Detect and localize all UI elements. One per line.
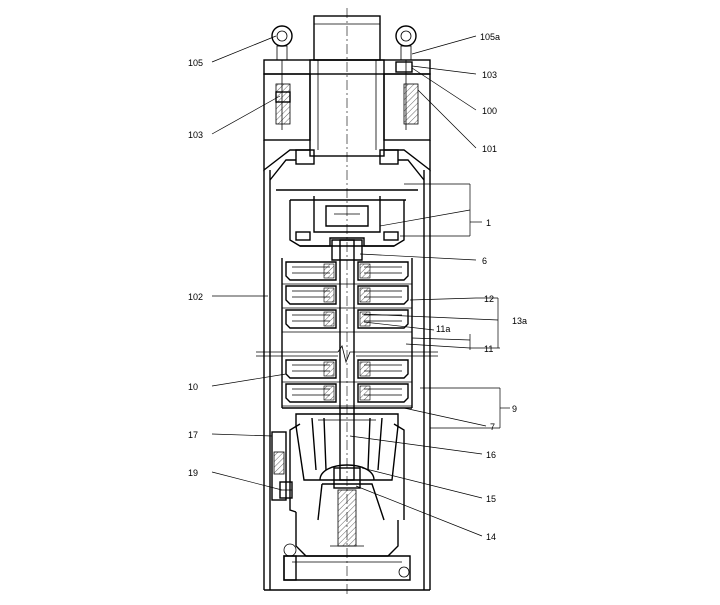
cable-guard <box>271 431 287 501</box>
callout-105a: 105a <box>480 32 500 42</box>
stage-chamber <box>282 383 412 407</box>
stage-stack <box>281 258 413 408</box>
callout-1: 1 <box>486 218 491 228</box>
callout-9: 9 <box>512 404 517 414</box>
motor-shaft <box>330 489 364 547</box>
callout-17: 17 <box>188 430 198 440</box>
callout-14: 14 <box>486 532 496 542</box>
stage-chamber <box>282 261 412 285</box>
callout-100: 100 <box>482 106 497 116</box>
callout-12: 12 <box>484 294 494 304</box>
callout-103-left: 103 <box>188 130 203 140</box>
callout-101: 101 <box>482 144 497 154</box>
callout-11: 11 <box>484 344 493 354</box>
callout-102: 102 <box>188 292 203 302</box>
callout-103-right: 103 <box>482 70 497 80</box>
callout-105: 105 <box>188 58 203 68</box>
callout-10: 10 <box>188 382 198 392</box>
suction-interconnector <box>282 407 412 520</box>
callout-16: 16 <box>486 450 496 460</box>
callout-11a: 11a <box>436 324 450 334</box>
stage-chamber <box>282 309 412 333</box>
callout-7: 7 <box>490 422 495 432</box>
lifting-eye-right <box>395 25 417 61</box>
top-head <box>263 59 431 172</box>
stage-chamber <box>282 285 412 309</box>
coupling <box>317 467 385 521</box>
callout-19: 19 <box>188 468 198 478</box>
stage-chambers <box>282 261 412 407</box>
stage-chamber <box>282 359 412 383</box>
leader-lines <box>211 35 510 537</box>
callout-15: 15 <box>486 494 496 504</box>
break-line <box>256 345 438 364</box>
callout-6: 6 <box>482 256 487 266</box>
bottom-bolt <box>283 543 410 581</box>
callout-13a: 13a <box>512 316 527 326</box>
lifting-eye-left <box>271 25 293 61</box>
